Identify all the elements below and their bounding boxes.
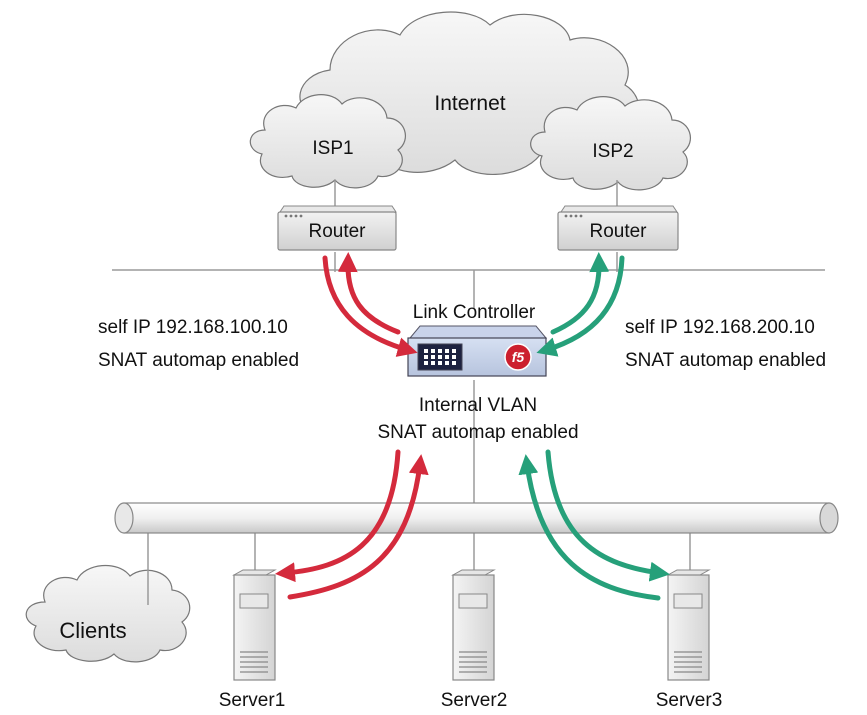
server1-device (232, 569, 277, 681)
right-snat-label: SNAT automap enabled (625, 350, 826, 371)
isp1-label: ISP1 (312, 138, 353, 159)
lc-port-grid (424, 349, 456, 365)
server2-label: Server2 (441, 690, 508, 711)
clients-label: Clients (59, 618, 126, 643)
link-controller-device: f5 (407, 325, 548, 377)
left-self-ip-label: self IP 192.168.100.10 (98, 317, 288, 338)
server3-device (666, 569, 711, 681)
isp1-cloud (249, 94, 407, 189)
server3-label: Server3 (656, 690, 723, 711)
link-controller-label: Link Controller (413, 302, 536, 323)
internal-snat-label: SNAT automap enabled (377, 422, 578, 443)
isp2-cloud (530, 96, 692, 191)
green-arrow-lc-to-router (550, 252, 610, 335)
clients-cloud (25, 564, 191, 663)
red-arrow-down-to-server1 (275, 449, 401, 583)
red-arrow-server1-up (287, 454, 429, 600)
green-arrow-down-to-server3 (545, 449, 670, 582)
router1-label: Router (308, 221, 366, 242)
server2-device (451, 569, 496, 681)
isp2-label: ISP2 (592, 141, 633, 162)
red-arrow-router-to-lc (322, 255, 418, 357)
router1-device (277, 205, 397, 251)
router2-device (557, 205, 679, 251)
green-arrow-router-to-lc (536, 255, 625, 357)
server1-label: Server1 (219, 690, 286, 711)
f5-logo-icon (504, 343, 532, 371)
green-path-arrows (518, 252, 670, 601)
red-arrow-lc-to-router (337, 252, 401, 335)
internet-label: Internet (434, 92, 505, 115)
red-path-arrows (275, 252, 429, 600)
green-arrow-server3-up (518, 454, 661, 601)
router2-label: Router (589, 221, 647, 242)
right-self-ip-label: self IP 192.168.200.10 (625, 317, 815, 338)
internal-vlan-pipe (114, 502, 839, 534)
connector-lines (112, 180, 825, 605)
f5-logo-text: f5 (512, 349, 525, 365)
internal-vlan-label: Internal VLAN (419, 395, 537, 416)
left-snat-label: SNAT automap enabled (98, 350, 299, 371)
